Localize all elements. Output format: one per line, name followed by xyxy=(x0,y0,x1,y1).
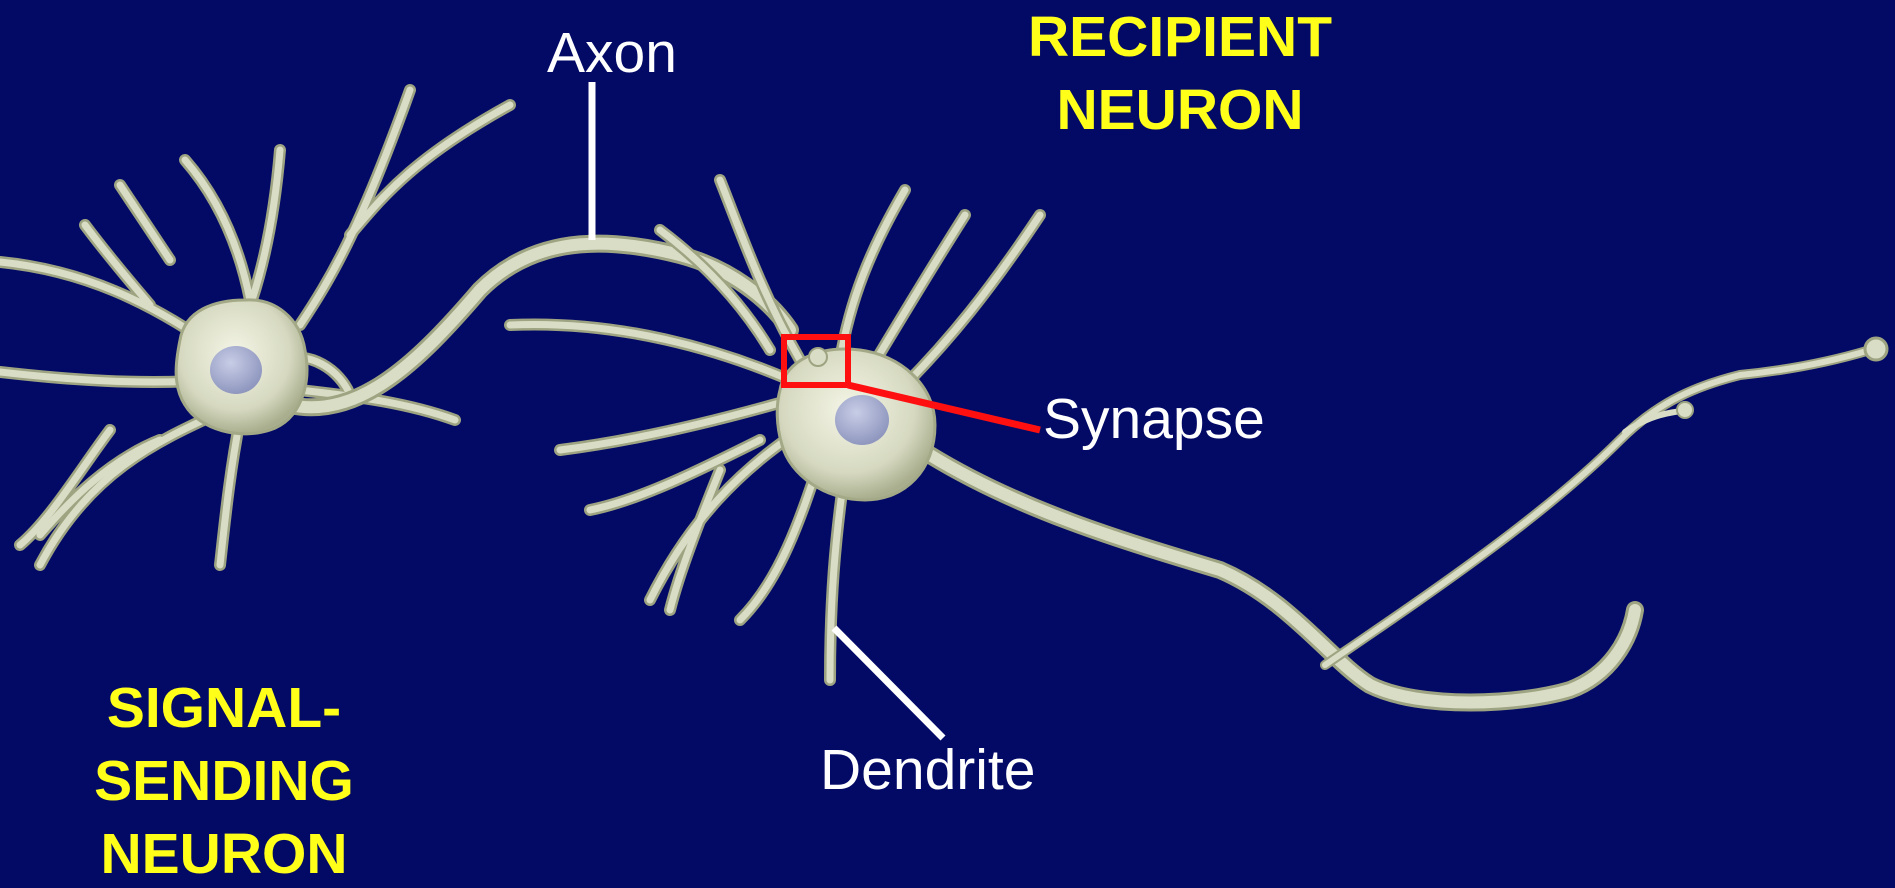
signal-sending-neuron-title: SIGNAL- SENDING NEURON xyxy=(44,672,404,888)
sending-title-line-3: NEURON xyxy=(44,818,404,888)
recipient-neuron-dendrites xyxy=(510,180,1040,680)
synapse-label: Synapse xyxy=(1043,386,1265,452)
recipient-title-line-1: RECIPIENT xyxy=(980,1,1380,74)
dendrite-label: Dendrite xyxy=(820,737,1035,803)
sending-title-line-2: SENDING xyxy=(44,745,404,818)
dendrite-pointer-line xyxy=(834,628,943,738)
sending-title-line-1: SIGNAL- xyxy=(44,672,404,745)
axon-terminal-bulb xyxy=(1865,338,1887,360)
axon-label: Axon xyxy=(547,20,677,86)
recipient-neuron-title: RECIPIENT NEURON xyxy=(980,1,1380,147)
synaptic-knob xyxy=(809,348,827,366)
recipient-title-line-2: NEURON xyxy=(980,74,1380,147)
axon-node-bulb xyxy=(1677,402,1693,418)
recipient-nucleus xyxy=(835,395,889,445)
sending-neuron xyxy=(0,90,790,565)
sending-nucleus xyxy=(210,346,262,394)
